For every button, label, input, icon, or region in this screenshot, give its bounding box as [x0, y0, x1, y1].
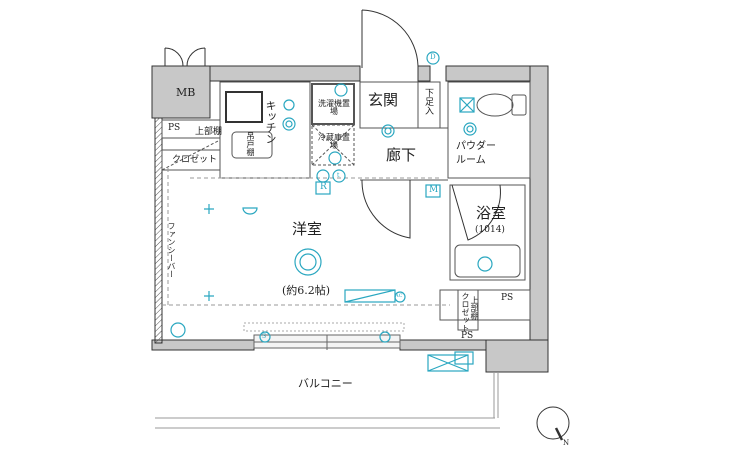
meter-symbol: M [429, 185, 439, 195]
room-label-balcony: バルコニー [298, 377, 353, 390]
room-label-entrance: 玄関 [368, 91, 399, 109]
mb-doors [164, 47, 206, 68]
room-label-kitchen: キッチン [264, 100, 277, 144]
room-label-ps-left: PS [168, 123, 181, 133]
walls [151, 65, 549, 373]
room-label-ps-right: PS [501, 293, 514, 303]
room-label-shoe-cabinet: 下足入 [423, 88, 433, 115]
room-label-powder-room: パウダールーム [456, 141, 496, 166]
aircon-symbol: AC [395, 293, 403, 299]
room-label-mb: MB [176, 86, 196, 99]
room-label-bathroom-size: (1014) [475, 225, 505, 235]
room-label-upper-shelf-right: 上部棚 [470, 296, 479, 320]
window [243, 322, 405, 350]
refrigerator-outlet-symbol: R [320, 182, 327, 192]
equipment-symbols [170, 51, 493, 372]
tv-outlet-symbol: t [337, 172, 340, 179]
room-label-hanging-cabinet: 吊戸棚 [246, 132, 255, 156]
room-label-hallway: 廊下 [386, 146, 417, 164]
balcony-outline [155, 372, 500, 429]
left-wall [154, 117, 163, 344]
doorbell-symbol: D [430, 53, 436, 61]
room-label-washer-space: 洗濯機置場 [318, 99, 350, 116]
north-label: N [563, 439, 570, 447]
room-label-upper-shelf-left: 上部棚 [195, 127, 223, 137]
room-label-ps-bottom: PS [461, 331, 474, 341]
entrance-door [361, 9, 501, 241]
compass [536, 406, 570, 441]
smoke-sensor-symbol: S [262, 333, 267, 340]
room-label-western-room: 洋室 [292, 220, 323, 238]
room-label-fridge-space: 冷蔵庫置場 [318, 133, 350, 150]
room-label-bathroom: 浴室 [476, 204, 507, 222]
room-label-western-room-size: (約6.2帖) [282, 284, 331, 297]
room-label-closet-left: クロゼット [172, 155, 218, 165]
room-label-closet-right: クロゼット [461, 292, 470, 332]
room-label-fancy-bar: ファンシーバー [167, 222, 176, 278]
